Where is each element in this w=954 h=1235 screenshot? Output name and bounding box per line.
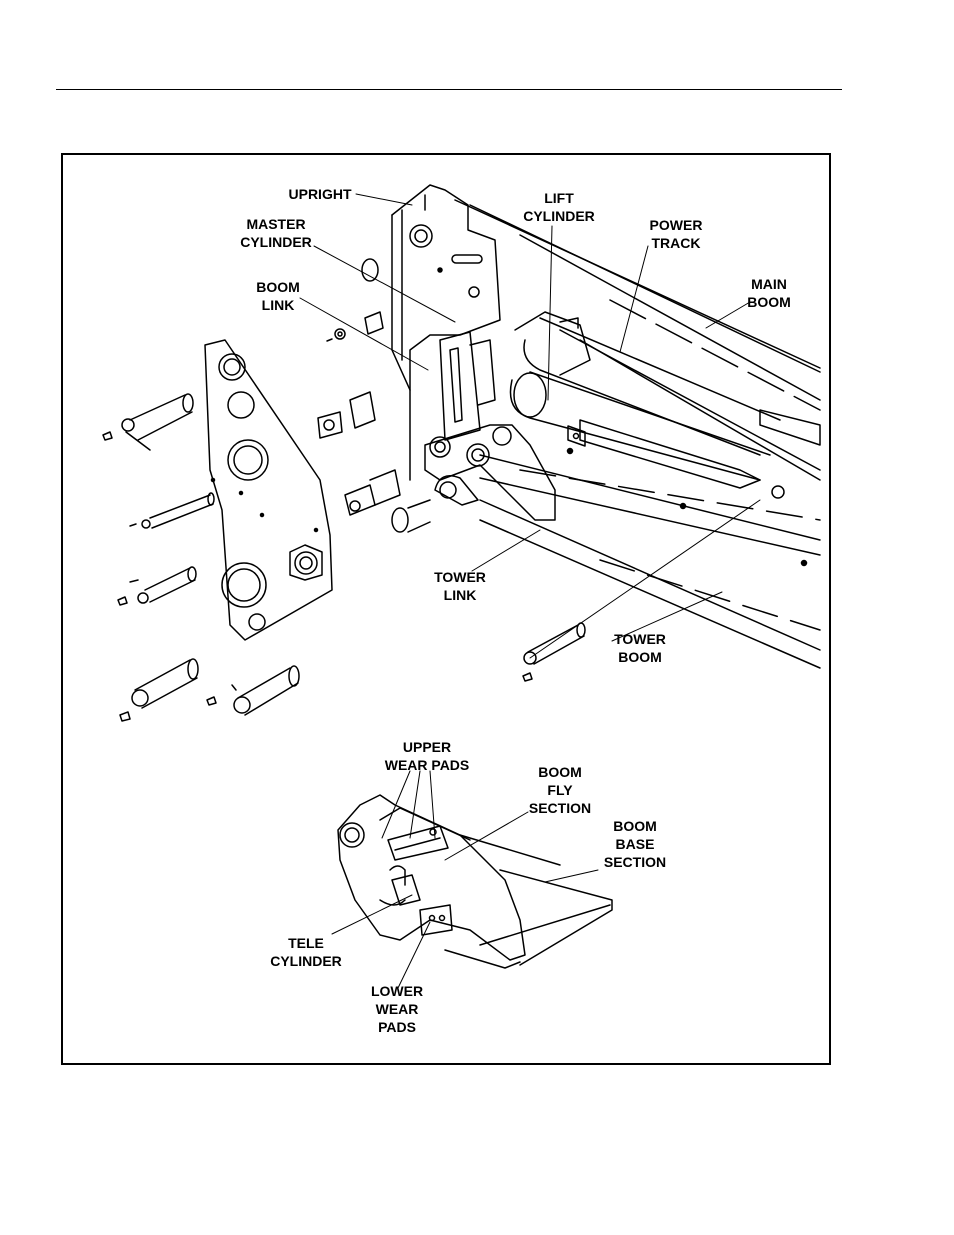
label-main-boom: MAIN BOOM: [747, 275, 791, 311]
boom-section-inset-drawing: [338, 795, 612, 968]
label-tower-boom: TOWER BOOM: [614, 630, 666, 666]
side-plate-drawing: [205, 340, 332, 640]
lift-cylinder-drawing: [510, 312, 784, 498]
label-boom-fly-section: BOOM FLY SECTION: [529, 763, 591, 817]
label-master-cylinder: MASTER CYLINDER: [240, 215, 312, 251]
label-lower-wear-pads: LOWER WEAR PADS: [371, 982, 423, 1036]
upright-drawing: [392, 185, 500, 480]
pins-and-fasteners: [103, 259, 585, 721]
label-tower-link: TOWER LINK: [434, 568, 486, 604]
label-upper-wear-pads: UPPER WEAR PADS: [385, 738, 470, 774]
label-tele-cylinder: TELE CYLINDER: [270, 934, 342, 970]
leader-lines: [300, 194, 760, 988]
label-boom-base-section: BOOM BASE SECTION: [604, 817, 666, 871]
main-boom-drawing: [455, 200, 820, 488]
label-boom-link: BOOM LINK: [256, 278, 300, 314]
label-power-track: POWER TRACK: [650, 216, 703, 252]
label-upright: UPRIGHT: [289, 185, 352, 203]
label-lift-cylinder: LIFT CYLINDER: [523, 189, 595, 225]
